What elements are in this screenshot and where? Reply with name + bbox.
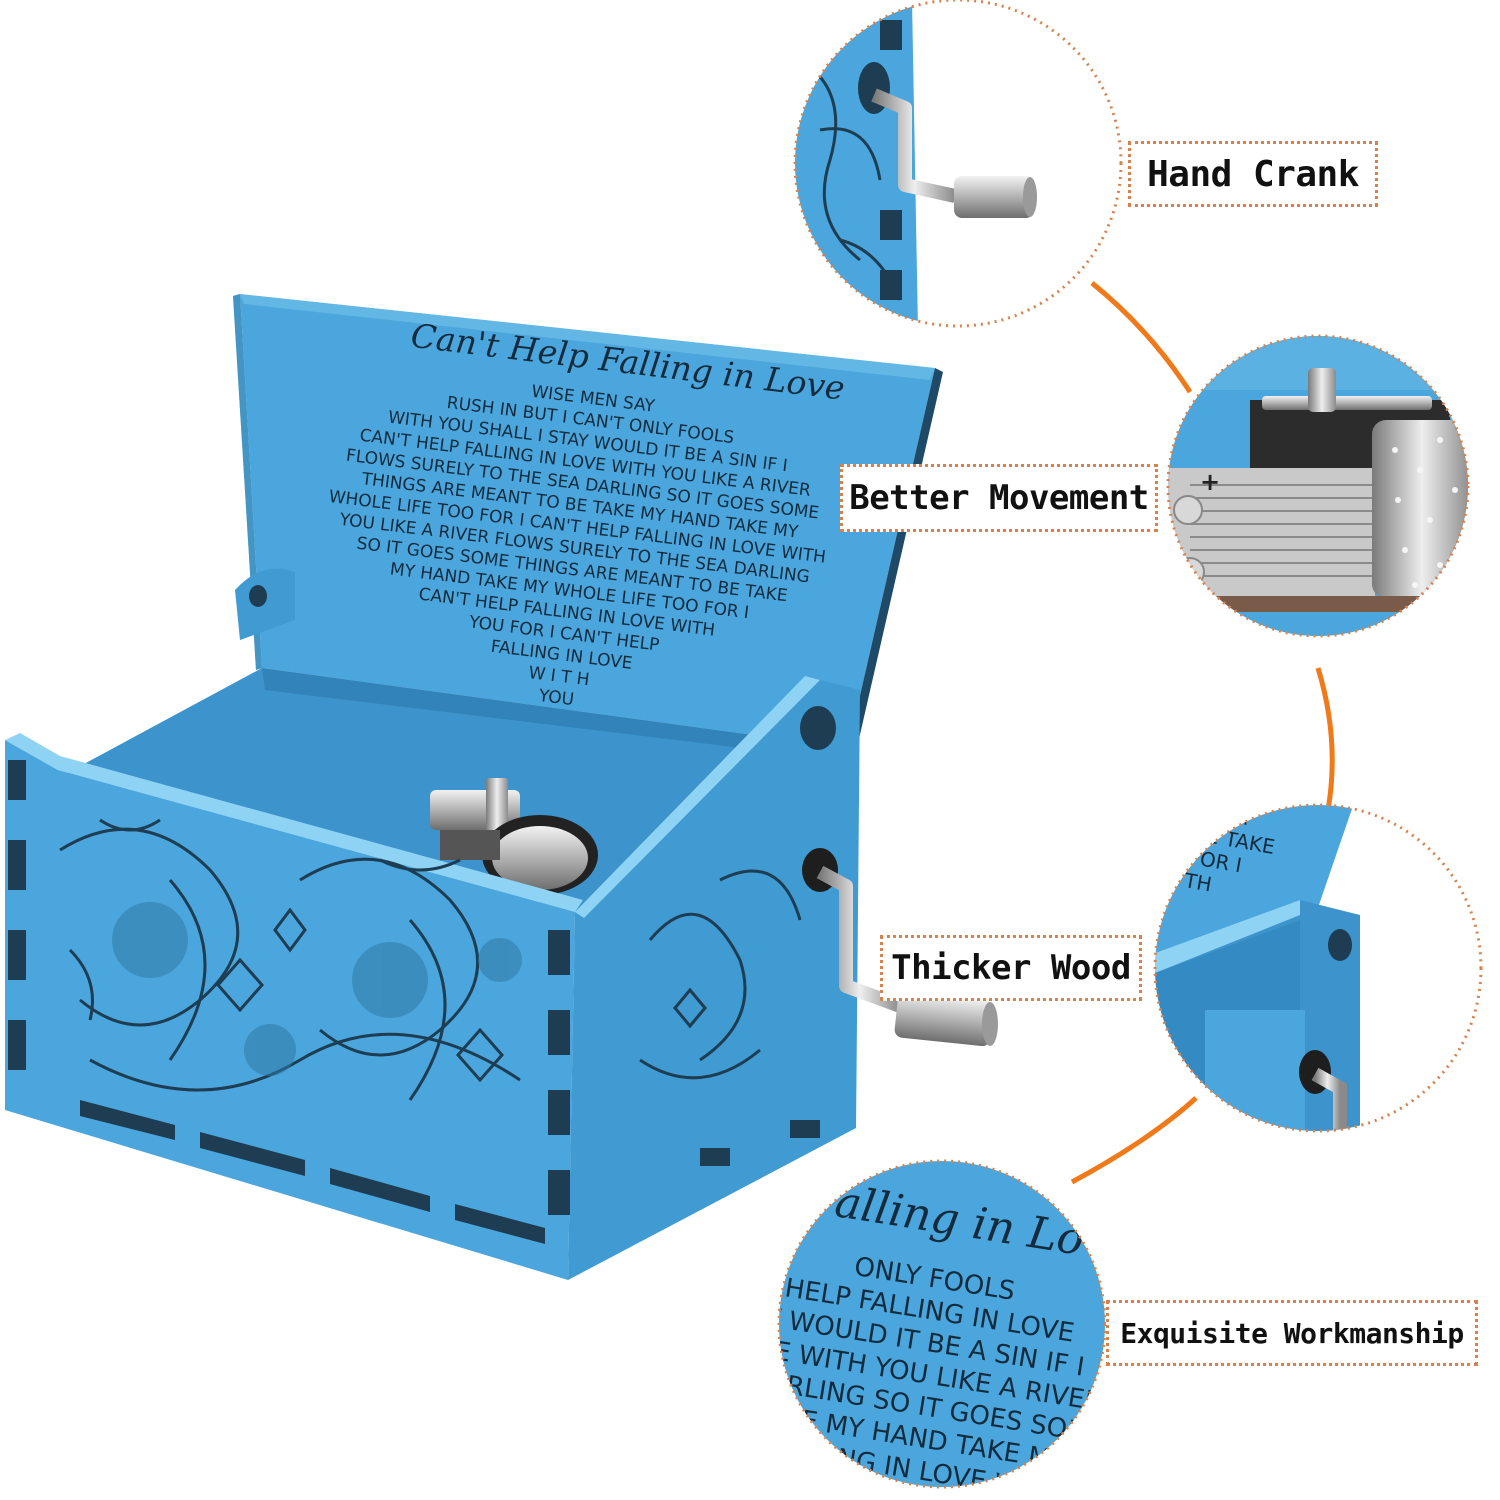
wood-lyric-line: TH: [1182, 868, 1214, 897]
movement-plus-label: +: [1200, 468, 1220, 496]
zoom-movement: +: [1166, 334, 1470, 638]
inner-movement: [430, 778, 598, 895]
wood-lyric-line: WITH: [1195, 797, 1251, 830]
connector-lines: [1070, 281, 1335, 1185]
front-carving-fill: [112, 902, 522, 1076]
side-carving: [639, 869, 802, 1080]
front-carving: [59, 818, 521, 1101]
lid: Can't Help Falling in Love WISE MEN SAYR…: [233, 294, 943, 752]
connector-line: [1090, 281, 1193, 394]
music-box: Can't Help Falling in Love WISE MEN SAYR…: [5, 294, 998, 1280]
exquisite-workmanship-label: Exquisite Workmanship: [1106, 1300, 1478, 1366]
lyric-line: YOU: [537, 686, 575, 710]
hand-crank: [800, 706, 998, 1047]
thicker-wood-label: Thicker Wood: [880, 935, 1142, 1001]
zoom-hand-crank: [793, 0, 1123, 328]
hand-crank-label: Hand Crank: [1128, 141, 1378, 207]
connector-line: [1315, 667, 1335, 811]
connector-line: [1070, 1096, 1198, 1185]
joint-slots: [8, 760, 820, 1244]
box-front: [5, 740, 575, 1280]
box-side: [568, 676, 860, 1280]
better-movement-label: Better Movement: [840, 464, 1158, 532]
